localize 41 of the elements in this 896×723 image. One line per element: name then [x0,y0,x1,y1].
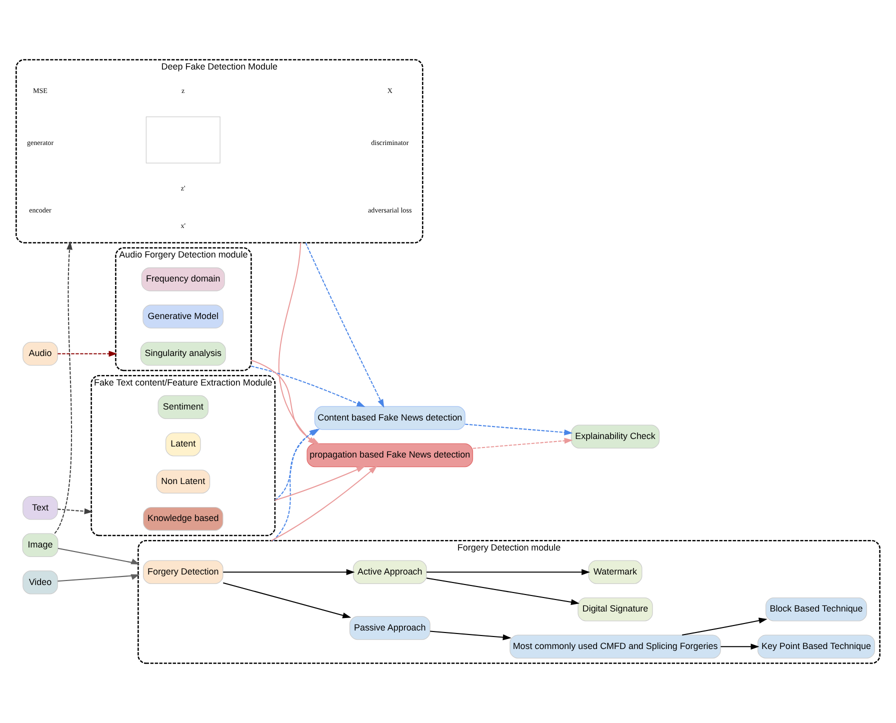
node-box: Non Latent [156,470,210,494]
node-box: Video [22,570,58,594]
node-box: Most commonly used CMFD and Splicing Forgeries [510,634,721,658]
node-box: Key Point Based Technique [758,634,875,658]
arrow [472,438,573,449]
node-box: Generative Model [142,304,224,328]
node-box: Image [22,533,58,558]
arrow [271,466,378,542]
arrow [682,618,768,636]
arrow [251,366,366,407]
node-box: Audio [22,342,58,366]
arrow [58,548,140,565]
node-box: Frequency domain [141,267,225,292]
arrow [720,644,760,650]
arrow [274,466,366,501]
node-box: Block Based Technique [766,597,867,622]
node-box: Content based Fake News detection [314,406,466,430]
node-box: Active Approach [352,560,427,584]
node-box: Sentiment [158,395,208,419]
arrow [58,508,93,514]
arrow [426,578,580,606]
node-box [146,116,220,164]
arrow [223,569,355,576]
node-box: Knowledge based [143,506,224,531]
arrow [430,630,512,640]
arrow [54,241,72,534]
arrow [58,574,140,582]
node-box: Digital Signature [578,597,653,622]
arrow [223,582,352,618]
node-box: Forgery Detection [143,560,224,584]
arrow [426,569,590,576]
node-box: Text [22,496,58,520]
node-box: Singularity analysis [140,342,226,366]
arrow [58,350,118,357]
node-box: Explainability Check [570,424,660,448]
arrow [465,424,573,436]
node-box: propagation based Fake News detection [306,443,474,468]
node-box: Passive Approach [349,616,430,640]
node-box: Watermark [588,560,642,584]
node-box: Latent [165,432,201,456]
arrow [305,242,384,408]
